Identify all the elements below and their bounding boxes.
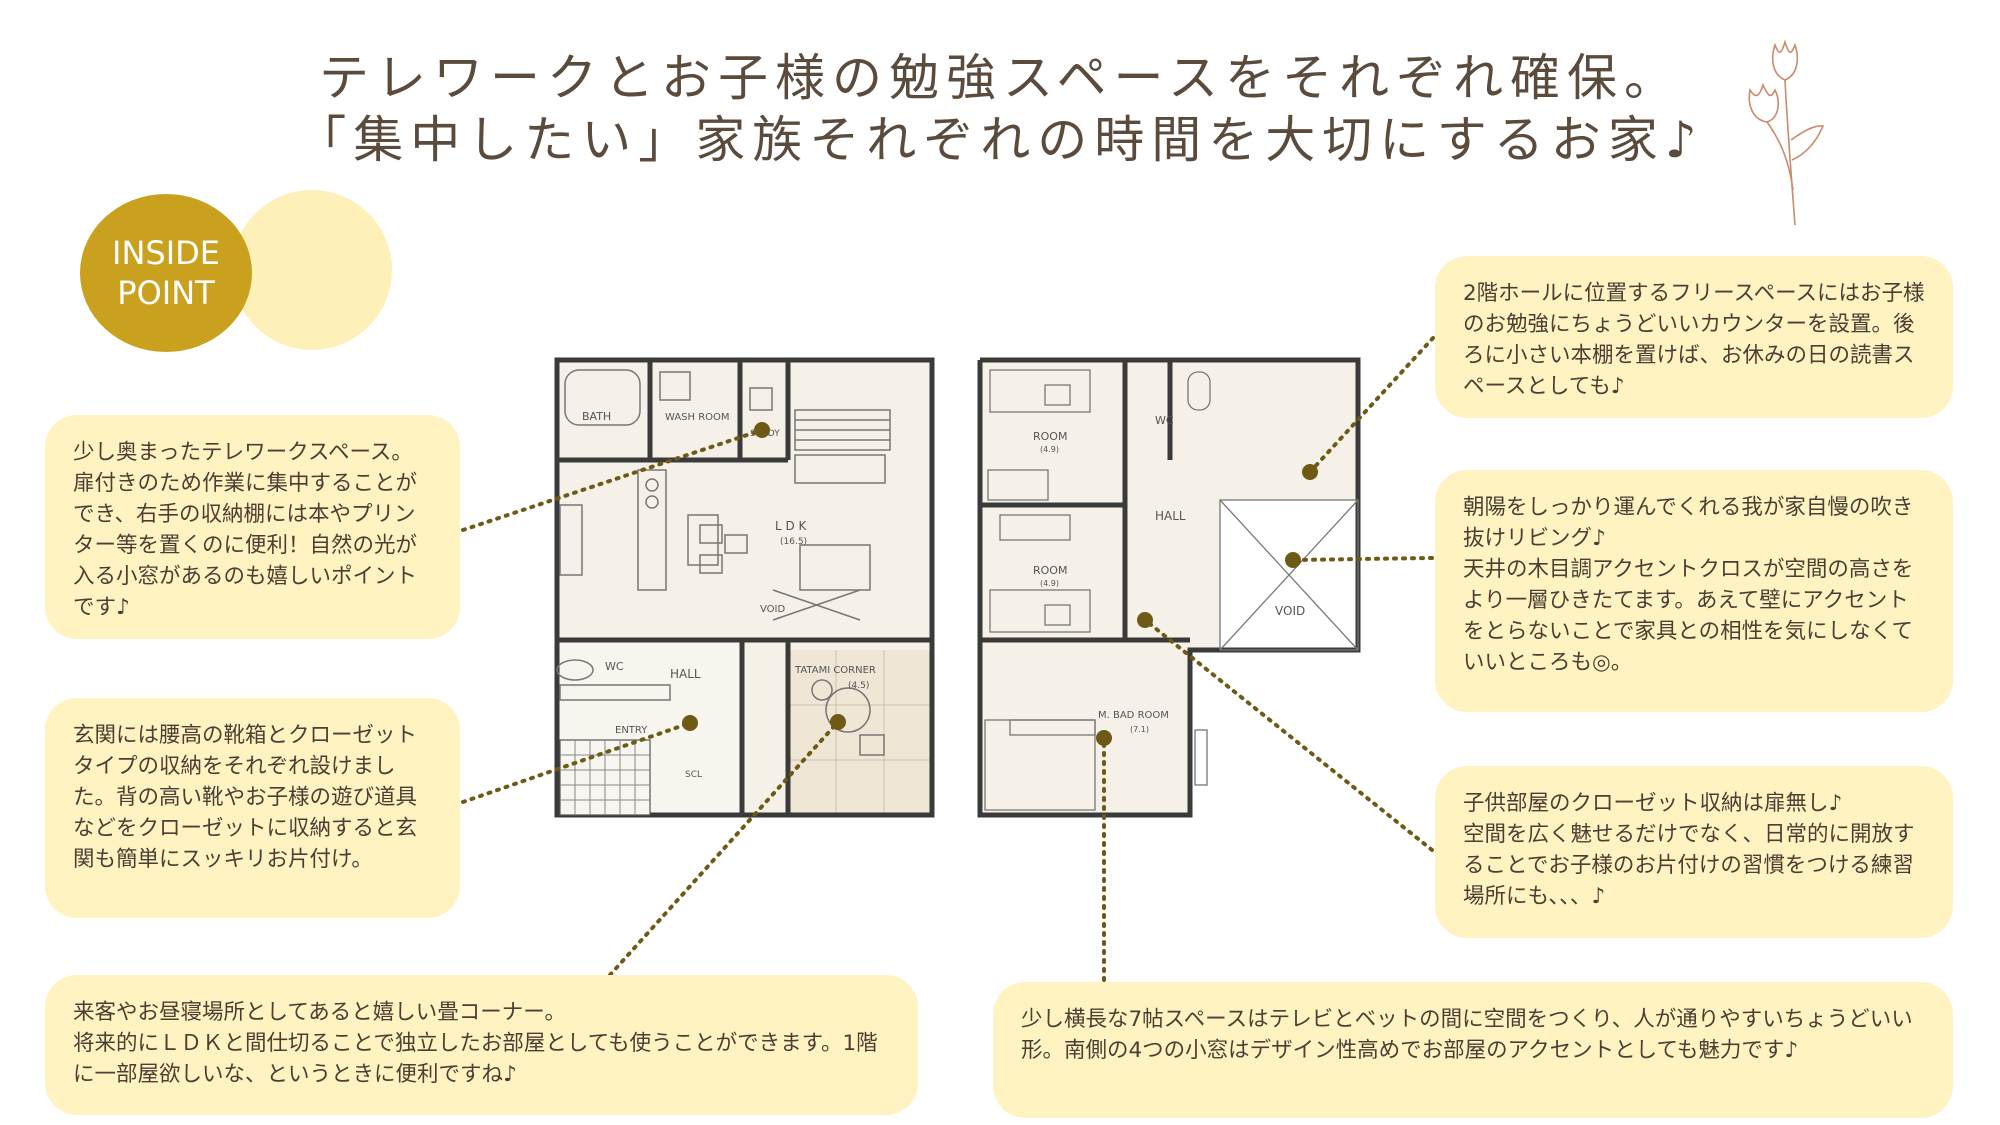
wash-room-label: WASH ROOM	[665, 412, 730, 423]
wc-2f-label: WC	[1155, 414, 1174, 427]
marker-master	[1096, 730, 1112, 746]
bath-label: BATH	[582, 410, 611, 423]
marker-tatami	[830, 714, 846, 730]
headline-line-2: 「集中したい」家族それぞれの時間を大切にするお家♪	[296, 111, 1704, 169]
badge-line-2: POINT	[117, 274, 215, 312]
marker-study	[754, 422, 770, 438]
room1-label: ROOM	[1033, 430, 1067, 443]
master-bedroom-size: (7.1)	[1130, 725, 1149, 734]
tatami-size: (4.5)	[848, 681, 869, 691]
marker-void	[1285, 552, 1301, 568]
note-master-bedroom: 少し横長な7帖スペースはテレビとベットの間に空間をつくり、人が通りやすいちょうど…	[993, 982, 1953, 1118]
badge-line-1: INSIDE	[112, 234, 220, 272]
badge-accent-circle	[232, 190, 392, 350]
room2-size: (4.9)	[1040, 579, 1059, 588]
marker-entry	[682, 715, 698, 731]
note-entry: 玄関には腰高の靴箱とクローゼットタイプの収納をそれぞれ設けました。背の高い靴やお…	[45, 698, 460, 918]
note-telework: 少し奥まったテレワークスペース。扉付きのため作業に集中することができ、右手の収納…	[45, 415, 460, 639]
scl-label: SCL	[685, 770, 702, 780]
note-hall-2f: 2階ホールに位置するフリースペースにはお子様のお勉強にちょうどいいカウンターを設…	[1435, 256, 1953, 418]
tulip-icon	[1748, 39, 1825, 226]
ldk-label: L D K	[775, 519, 808, 533]
inside-point-badge: INSIDE POINT	[80, 194, 252, 352]
note-tatami: 来客やお昼寝場所としてあると嬉しい畳コーナー。 将来的にＬＤＫと間仕切ることで独…	[45, 975, 918, 1115]
wc-1f-label: WC	[605, 660, 624, 673]
hall-2f-label: HALL	[1155, 509, 1186, 523]
note-void: 朝陽をしっかり運んでくれる我が家自慢の吹き抜けリビング♪ 天井の木目調アクセント…	[1435, 470, 1953, 712]
floor-plan-2f: ROOM (4.9) WC HALL ROOM (4.9) VOID M. BA…	[977, 357, 1361, 818]
ldk-size: (16.5)	[780, 537, 807, 547]
room2-label: ROOM	[1033, 564, 1067, 577]
entry-label: ENTRY	[615, 725, 648, 736]
note-closet: 子供部屋のクローゼット収納は扉無し♪ 空間を広く魅せるだけでなく、日常的に開放す…	[1435, 766, 1953, 938]
void-1f-label: VOID	[760, 604, 785, 615]
void-2f-label: VOID	[1275, 604, 1305, 618]
marker-closet	[1137, 612, 1153, 628]
marker-hall-2f	[1302, 464, 1318, 480]
hall-1f-label: HALL	[670, 667, 701, 681]
headline-line-1: テレワークとお子様の勉強スペースをそれぞれ確保。	[319, 49, 1681, 107]
tatami-label: TATAMI CORNER	[794, 665, 876, 676]
master-bedroom-label: M. BAD ROOM	[1098, 710, 1169, 721]
room1-size: (4.9)	[1040, 445, 1059, 454]
